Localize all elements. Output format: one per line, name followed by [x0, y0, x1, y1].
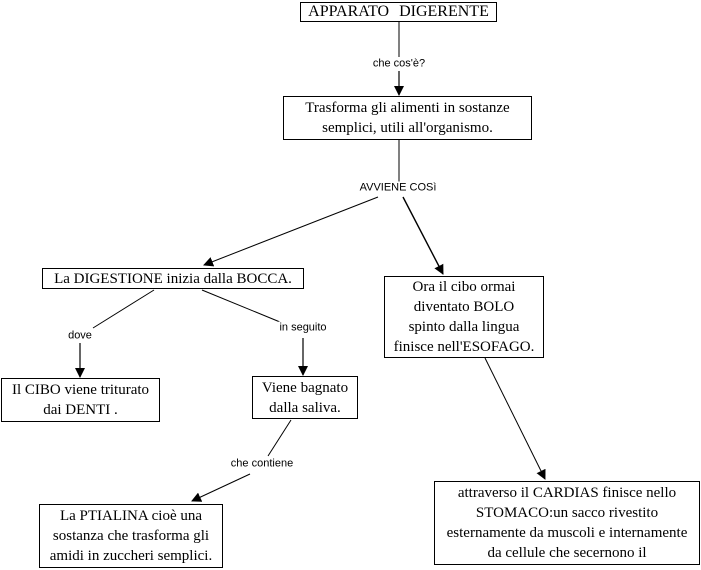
link-label-che-contiene: che contiene [229, 457, 295, 471]
node-apparato-digerente[interactable]: APPARATO DIGERENTE [300, 2, 497, 22]
connector-bocca-to-seguito [201, 289, 281, 323]
node-cibo-denti[interactable]: Il CIBO viene triturato dai DENTI . [1, 378, 160, 422]
node-digestione-bocca[interactable]: La DIGESTIONE inizia dalla BOCCA. [42, 268, 304, 289]
node-bolo-esofago[interactable]: Ora il cibo ormai diventato BOLO spinto … [384, 276, 544, 358]
link-label-in-seguito: in seguito [278, 321, 328, 335]
link-label-che-cose: che cos'è? [371, 57, 427, 71]
connector-bocca-to-dove [92, 289, 155, 329]
connector-saliva-to-contiene [267, 419, 292, 457]
link-label-dove: dove [67, 329, 93, 343]
node-cardias-stomaco[interactable]: attraverso il CARDIAS finisce nello STOM… [434, 481, 700, 565]
link-label-avviene-cosi: AVVIENE COSì [358, 181, 438, 195]
node-saliva[interactable]: Viene bagnato dalla saliva. [252, 376, 358, 419]
connector-avviene-to-bocca [203, 196, 379, 267]
connector-bolo-to-stomaco [484, 357, 546, 480]
connector-avviene-to-bolo [402, 196, 444, 275]
node-definition[interactable]: Trasforma gli alimenti in sostanze sempl… [283, 96, 532, 140]
node-ptialina[interactable]: La PTIALINA cioè una sostanza che trasfo… [39, 504, 223, 568]
connector-contiene-to-ptialina [191, 473, 251, 502]
